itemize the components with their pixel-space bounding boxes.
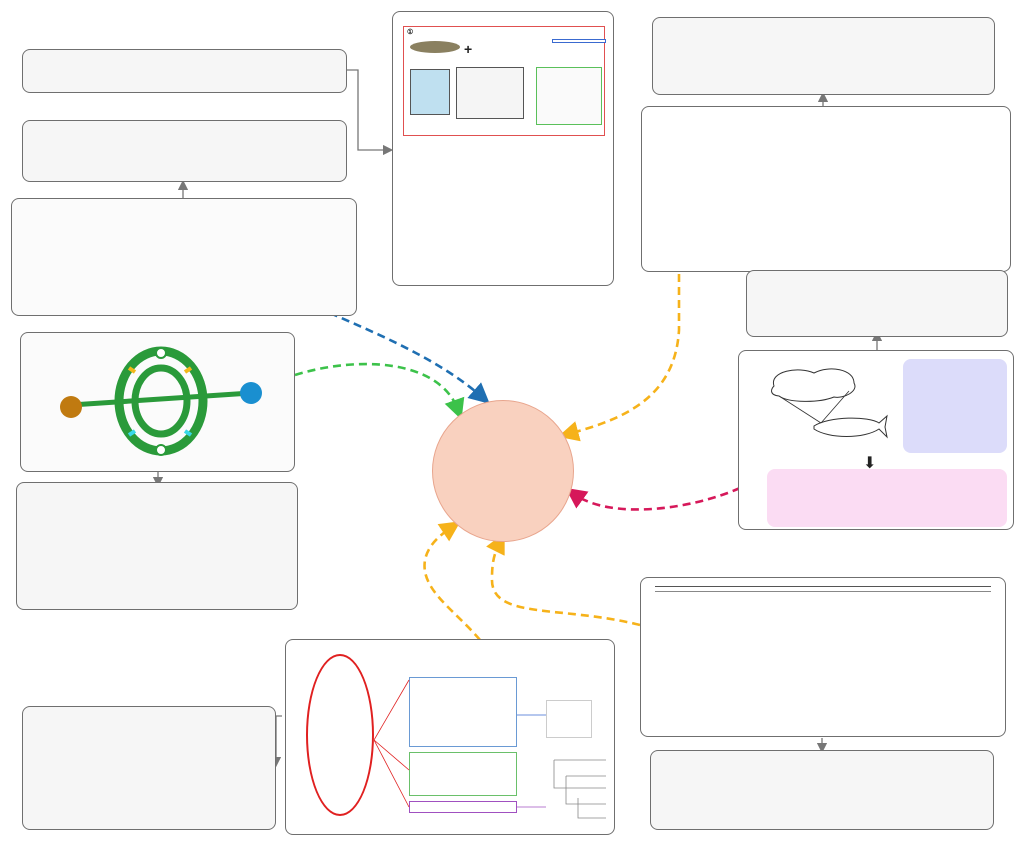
connector-mathematical-model	[294, 362, 465, 420]
summary-tmaze	[22, 120, 347, 182]
game-theory-accent-cyan-left	[127, 429, 137, 437]
species-ellipse	[306, 654, 374, 816]
toxicity-panel: ⬇	[738, 350, 1014, 530]
biomarker-box	[903, 359, 1007, 453]
game-theory-results-sphere	[60, 396, 82, 418]
game-theory-diagram	[60, 346, 262, 456]
strain-table-panel	[640, 577, 1006, 737]
game-theory-node-bottom	[155, 444, 167, 456]
nd2-gene-box	[409, 801, 517, 813]
game-theory-ring-inner	[131, 364, 191, 438]
connector-basic-knowledge-strain	[486, 532, 641, 627]
biomarkers-box	[409, 752, 517, 796]
connector-basic-knowledge-medaka	[423, 521, 481, 641]
fish-icon	[813, 414, 888, 439]
step1-title: ①	[407, 29, 414, 36]
connector-toxicity	[565, 486, 741, 511]
game-theory-panel	[20, 332, 295, 472]
brain-icon	[771, 368, 856, 402]
summary-lead	[746, 270, 1008, 337]
game-theory-accent-yellow-left	[127, 366, 137, 374]
game-theory-accent-cyan-right	[183, 429, 193, 437]
painkillers-panel: ① +	[392, 11, 614, 286]
brain-fish-illustration	[771, 368, 888, 439]
behavior-effects-box	[767, 469, 1007, 527]
summary-game-theory	[16, 482, 298, 610]
medaka-panel	[285, 639, 615, 835]
results-chart-image	[536, 67, 602, 125]
center-node	[432, 400, 574, 542]
control-box	[552, 39, 606, 43]
strain-table-title	[655, 586, 991, 592]
game-theory-path	[70, 390, 252, 408]
genomic-tree	[553, 759, 606, 819]
game-theory-accent-yellow-right	[183, 366, 193, 374]
phenomic-scatter	[546, 700, 592, 738]
tmaze-panel	[11, 198, 357, 316]
connector-3d-locomotion	[557, 248, 681, 442]
painkillers-step1-frame: ① +	[403, 26, 606, 136]
medaka-connectors	[374, 679, 546, 808]
connector-medaka-summary	[270, 715, 282, 768]
summary-fin-amputation	[652, 17, 995, 95]
game-theory-catalyst-sphere	[240, 382, 262, 404]
behavior-tests-box	[409, 677, 517, 747]
summary-medaka	[22, 706, 276, 830]
plus-icon: +	[464, 41, 473, 57]
zebrafish-image	[410, 41, 460, 53]
summary-painkillers	[22, 49, 347, 93]
trajectory-plot-image	[456, 67, 524, 119]
connector-methodology	[329, 311, 490, 404]
fish-tank-image	[410, 69, 450, 115]
game-theory-node-top	[155, 347, 167, 359]
fin-amputation-panel	[641, 106, 1011, 272]
summary-strains	[650, 750, 994, 830]
down-arrow-icon: ⬇	[863, 455, 877, 472]
connector-painkiller-summary	[346, 69, 394, 156]
